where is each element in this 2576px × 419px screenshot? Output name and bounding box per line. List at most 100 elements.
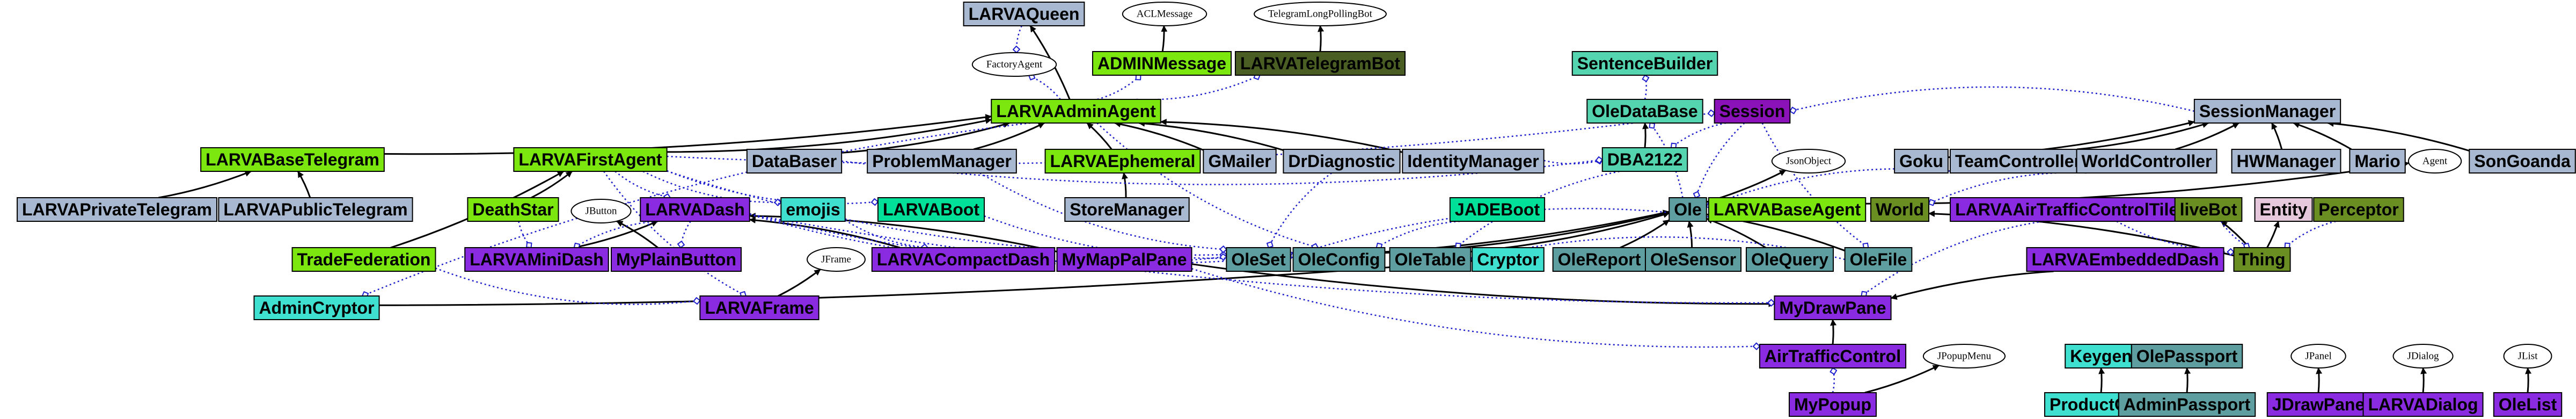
node-trade-federation[interactable]: TradeFederation — [291, 247, 436, 272]
node-jade-boot[interactable]: JADEBoot — [1449, 197, 1546, 222]
node-my-map-pal-pane[interactable]: MyMapPalPane — [1056, 247, 1192, 272]
node-box — [963, 2, 1085, 26]
node-entity[interactable]: Entity — [2254, 197, 2313, 222]
node-j-draw-pane[interactable]: JDrawPane — [2266, 392, 2370, 417]
node-keygen[interactable]: Keygen — [2065, 344, 2138, 369]
node-my-popup[interactable]: MyPopup — [1789, 392, 1877, 417]
node-ole-list[interactable]: OleList — [2493, 392, 2563, 417]
node-session-manager[interactable]: SessionManager — [2193, 99, 2341, 124]
node-ole-sensor[interactable]: OleSensor — [1644, 247, 1742, 272]
node-larva-base-telegram[interactable]: LARVABaseTelegram — [200, 147, 385, 172]
node-larva-admin-agent[interactable]: LARVAAdminAgent — [991, 99, 1161, 124]
node-hw-manager[interactable]: HWManager — [2231, 149, 2341, 174]
node-larva-dash[interactable]: LARVADash — [640, 197, 750, 222]
node-dr-diagnostic[interactable]: DrDiagnostic — [1283, 149, 1401, 174]
node-larva-dialog[interactable]: LARVADialog — [2362, 392, 2484, 417]
node-store-manager[interactable]: StoreManager — [1064, 197, 1190, 222]
node-larva-telegram-bot[interactable]: LARVATelegramBot — [1234, 51, 1406, 76]
node-label: Mario — [2354, 151, 2400, 171]
node-perceptor[interactable]: Perceptor — [2313, 197, 2404, 222]
node-ole-file[interactable]: OleFile — [1844, 247, 1913, 272]
node-factory-agent[interactable]: FactoryAgent — [971, 52, 1057, 77]
node-label: DeathStar — [472, 200, 553, 219]
node-larva-frame[interactable]: LARVAFrame — [699, 295, 819, 320]
node-larva-mini-dash[interactable]: LARVAMiniDash — [464, 247, 609, 272]
node-data-baser[interactable]: DataBaser — [746, 149, 843, 174]
node-larva-boot[interactable]: LARVABoot — [877, 197, 985, 222]
node-ole-data-base[interactable]: OleDataBase — [1586, 99, 1703, 124]
node-j-list[interactable]: JList — [2503, 344, 2552, 369]
edge-dr-diagnostic-to-ole-set — [1269, 172, 1333, 248]
node-json-object[interactable]: JsonObject — [1771, 149, 1846, 174]
node-label: LARVAFirstAgent — [518, 150, 662, 169]
node-admin-passport[interactable]: AdminPassport — [2118, 392, 2256, 417]
node-j-popup-menu[interactable]: JPopupMenu — [1922, 344, 2006, 369]
node-box — [1283, 149, 1401, 174]
node-label: OleSet — [1231, 250, 1286, 269]
node-ole-set[interactable]: OleSet — [1226, 247, 1291, 272]
node-identity-manager[interactable]: IdentityManager — [1402, 149, 1545, 174]
node-world[interactable]: World — [1870, 197, 1930, 222]
node-j-button[interactable]: JButton — [570, 199, 632, 223]
node-j-dialog[interactable]: JDialog — [2392, 344, 2454, 369]
node-acl-message[interactable]: ACLMessage — [1122, 2, 1208, 26]
node-emojis[interactable]: emojis — [780, 197, 846, 222]
node-larva-queen[interactable]: LARVAQueen — [963, 2, 1085, 26]
node-label: OleConfig — [1298, 250, 1380, 269]
edge-my-map-pal-pane-to-my-draw-pane — [1191, 263, 1775, 307]
node-box — [1292, 247, 1386, 272]
node-ole-config[interactable]: OleConfig — [1292, 247, 1386, 272]
node-my-draw-pane[interactable]: MyDrawPane — [1774, 295, 1892, 320]
node-box — [699, 295, 819, 320]
node-team-controller[interactable]: TeamController — [1949, 149, 2087, 174]
node-box — [1389, 247, 1472, 272]
node-ole-query[interactable]: OleQuery — [1745, 247, 1834, 272]
node-larva-private-telegram[interactable]: LARVAPrivateTelegram — [17, 197, 217, 222]
node-label: StoreManager — [1070, 200, 1184, 219]
node-dba2122[interactable]: DBA2122 — [1601, 147, 1688, 172]
node-my-plain-button[interactable]: MyPlainButton — [611, 247, 742, 272]
node-larva-compact-dash[interactable]: LARVACompactDash — [871, 247, 1056, 272]
node-thing[interactable]: Thing — [2233, 247, 2291, 272]
node-j-panel[interactable]: JPanel — [2290, 344, 2346, 369]
node-telegram-long-polling-bot[interactable]: TelegramLongPollingBot — [1254, 2, 1387, 26]
node-ole[interactable]: Ole — [1668, 197, 1707, 222]
edge-ole-sensor-to-ole — [1687, 221, 1694, 248]
node-live-bot[interactable]: liveBot — [2174, 197, 2243, 222]
node-larva-air-traffic-control-tiles[interactable]: LARVAAirTrafficControlTiles — [1950, 197, 2193, 222]
node-box — [1745, 247, 1834, 272]
node-label: JDialog — [2407, 351, 2439, 362]
node-son-goanda[interactable]: SonGoanda — [2469, 149, 2576, 174]
node-death-star[interactable]: DeathStar — [467, 197, 559, 222]
node-larva-first-agent[interactable]: LARVAFirstAgent — [513, 147, 668, 172]
node-larva-embedded-dash[interactable]: LARVAEmbeddedDash — [2026, 247, 2224, 272]
node-mario[interactable]: Mario — [2349, 149, 2406, 174]
node-box — [2065, 344, 2138, 369]
node-ole-report[interactable]: OleReport — [1552, 247, 1646, 272]
node-larva-public-telegram[interactable]: LARVAPublicTelegram — [218, 197, 413, 222]
node-label: LARVABaseAgent — [1714, 200, 1861, 219]
node-label: ADMINMessage — [1097, 54, 1226, 73]
node-sentence-builder[interactable]: SentenceBuilder — [1571, 51, 1718, 76]
node-ole-passport[interactable]: OlePassport — [2131, 344, 2243, 369]
node-label: OleReport — [1558, 250, 1641, 269]
node-j-frame[interactable]: JFrame — [807, 247, 866, 272]
edge-team-controller-to-session-manager — [2076, 121, 2209, 150]
node-larva-ephemeral[interactable]: LARVAEphemeral — [1044, 149, 1201, 174]
node-admin-cryptor[interactable]: AdminCryptor — [253, 295, 380, 320]
edge-larva-queen-to-factory-agent — [1016, 25, 1022, 53]
node-agent[interactable]: Agent — [2407, 149, 2462, 174]
node-ole-table[interactable]: OleTable — [1389, 247, 1472, 272]
node-cryptor[interactable]: Cryptor — [1472, 247, 1545, 272]
node-problem-manager[interactable]: ProblemManager — [867, 149, 1017, 174]
node-g-mailer[interactable]: GMailer — [1203, 149, 1277, 174]
node-larva-base-agent[interactable]: LARVABaseAgent — [1708, 197, 1867, 222]
node-label: MyMapPalPane — [1062, 250, 1187, 269]
node-world-controller[interactable]: WorldController — [2076, 149, 2218, 174]
edge-larva-first-agent-to-larva-frame — [603, 171, 746, 296]
node-air-traffic-control[interactable]: AirTrafficControl — [1759, 344, 1907, 369]
node-goku[interactable]: Goku — [1894, 149, 1949, 174]
node-session[interactable]: Session — [1714, 99, 1791, 124]
node-admin-message[interactable]: ADMINMessage — [1092, 51, 1232, 76]
edge-larva-ephemeral-to-larva-admin-agent — [1086, 122, 1113, 150]
